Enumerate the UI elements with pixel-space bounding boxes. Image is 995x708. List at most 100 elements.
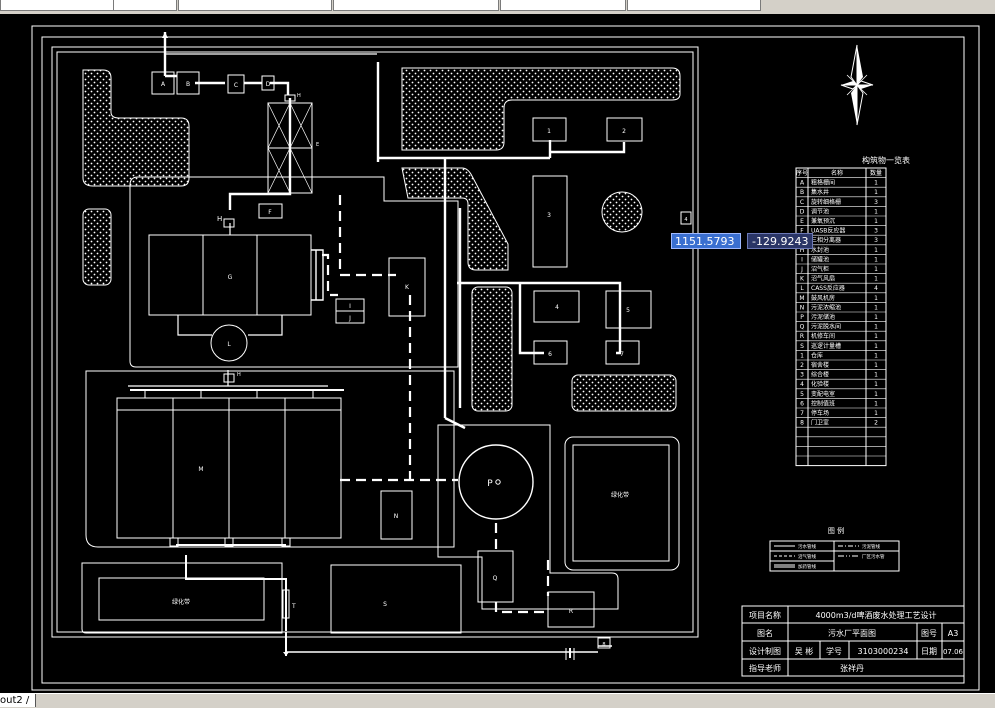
- building-small: [680, 211, 692, 225]
- pipe-sewage: [128, 53, 377, 387]
- layer-dropdown[interactable]: [178, 0, 332, 11]
- table-cell: 集水井: [811, 188, 829, 196]
- tb-project-value: 4000m3/d啤酒废水处理工艺设计: [815, 610, 936, 620]
- road-zone: [129, 176, 459, 368]
- table-cell: 1: [874, 391, 878, 398]
- tb-advisor-label: 指导老师: [749, 663, 781, 673]
- table-cell: E: [800, 218, 804, 225]
- building-7: [605, 340, 640, 365]
- table-cell: 3: [800, 372, 804, 379]
- label-J: J: [348, 315, 351, 322]
- table-cell: 污泥储池: [811, 313, 835, 321]
- table-cell: 沼气柜: [811, 265, 829, 273]
- table-cell: 1: [874, 180, 878, 187]
- table-cell: 4: [800, 381, 804, 388]
- label-S: S: [383, 601, 387, 608]
- pipe-return: [130, 389, 571, 658]
- table-cell: 旋转细格栅: [811, 198, 841, 206]
- table-cell: 机修车间: [811, 332, 835, 340]
- tb-drawing-label: 图名: [757, 628, 773, 638]
- label-green2: 绿化带: [611, 491, 629, 499]
- label-b1: 1: [547, 128, 551, 135]
- table-cell: 巡逻计量槽: [811, 342, 841, 350]
- structure-C: [227, 74, 245, 94]
- table-cell: 储罐池: [811, 255, 829, 263]
- label-b4: 4: [555, 304, 559, 311]
- structure-K: [388, 257, 426, 317]
- legend-item: 加药管线: [798, 563, 816, 570]
- legend-title: 图 例: [828, 526, 844, 535]
- table-header: 名称: [831, 169, 843, 177]
- sheet-border-inner: [41, 36, 965, 684]
- table-cell: 鼓风机房: [811, 294, 835, 302]
- table-cell: K: [800, 276, 805, 283]
- table-cell: 宿舍楼: [811, 361, 829, 369]
- table-cell: 1: [874, 189, 878, 196]
- table-cell: 1: [874, 400, 878, 407]
- label-T: T: [291, 603, 296, 610]
- legend-item: 污泥管线: [862, 543, 880, 550]
- table-cell: Q: [800, 324, 805, 331]
- label-green1: 绿化带: [172, 598, 190, 606]
- table-cell: P: [800, 314, 804, 321]
- table-cell: 门卫室: [811, 419, 829, 427]
- label-I: I: [349, 303, 351, 310]
- green-belt: [571, 374, 677, 412]
- toolbar: [0, 0, 995, 15]
- table-cell: 1: [874, 256, 878, 263]
- table-cell: 污泥浓缩池: [811, 303, 841, 311]
- outlet-arrow: [283, 652, 289, 656]
- coordinate-x-input[interactable]: 1151.5793: [671, 233, 741, 249]
- toolbar-icons-field[interactable]: [113, 0, 177, 11]
- linetype-dropdown[interactable]: [500, 0, 626, 11]
- structure-E: E: [267, 102, 319, 194]
- table-cell: 6: [800, 400, 804, 407]
- table-cell: 1: [874, 352, 878, 359]
- table-header: 序号: [796, 169, 808, 177]
- label-F: F: [268, 209, 272, 216]
- tb-date-value: 07.06: [943, 648, 964, 656]
- label-b2: 2: [622, 128, 626, 135]
- inlet-arrow: [162, 32, 168, 38]
- drawing-canvas[interactable]: A B C D H E F H G L H I J K: [0, 14, 995, 693]
- label-R: R: [569, 608, 573, 615]
- lineweight-dropdown[interactable]: [627, 0, 761, 11]
- table-cell: 7: [800, 410, 804, 417]
- table-title: 构筑物一览表: [862, 155, 910, 165]
- site-wall-outer: [51, 46, 699, 638]
- structure-J: [335, 310, 365, 324]
- label-C: C: [234, 82, 238, 89]
- table-cell: 1: [874, 343, 878, 350]
- label-L: L: [227, 341, 231, 348]
- table-cell: N: [800, 304, 805, 311]
- tb-student-no-value: 3103000234: [858, 647, 909, 656]
- tb-date-label: 日期: [921, 647, 937, 656]
- label-K: K: [405, 284, 410, 291]
- green-circle: [601, 191, 643, 233]
- table-cell: 停车场: [811, 409, 829, 417]
- label-A: A: [161, 81, 166, 88]
- pipe-drain: [286, 645, 612, 653]
- road-zone: [330, 564, 462, 634]
- road-zone: [572, 444, 670, 562]
- label-H2: H: [217, 215, 222, 223]
- table-cell: 1: [874, 208, 878, 215]
- table-cell: 调节池: [811, 207, 829, 215]
- building-4: [533, 290, 580, 323]
- table-cell: 1: [874, 381, 878, 388]
- table-cell: H: [800, 247, 805, 254]
- structure-Q: [477, 550, 514, 603]
- table-cell: 1: [874, 333, 878, 340]
- table-cell: 5: [800, 391, 804, 398]
- table-cell: 1: [874, 218, 878, 225]
- sheet-border-outer: [31, 25, 980, 691]
- label-B: B: [186, 81, 190, 88]
- layout-tab[interactable]: out2 /: [0, 694, 37, 707]
- structure-R: [547, 591, 595, 628]
- coordinate-y-input[interactable]: -129.9243: [747, 233, 813, 249]
- toolbar-field[interactable]: [0, 0, 114, 11]
- building-3: [532, 175, 568, 268]
- structure-B: [176, 71, 200, 95]
- table-cell: 3: [874, 199, 878, 206]
- color-dropdown[interactable]: [333, 0, 499, 11]
